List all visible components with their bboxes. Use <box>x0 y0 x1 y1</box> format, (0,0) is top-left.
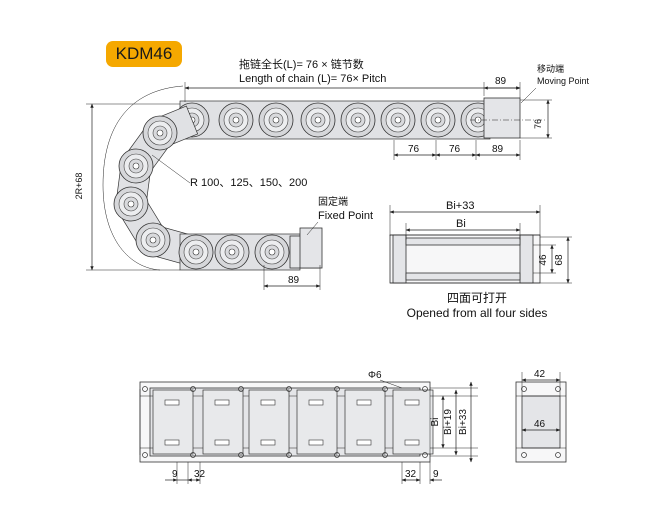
chain-end-view <box>515 381 567 463</box>
dim-42-end: 42 <box>534 369 546 380</box>
dim-68-section: 68 <box>554 254 565 266</box>
dim-32-right: 32 <box>405 469 417 480</box>
dim-89-bottom: 89 <box>492 144 504 155</box>
length-dimension <box>184 82 521 102</box>
chain-link <box>340 102 376 138</box>
moving-point-en: Moving Point <box>537 76 590 86</box>
dim-bi-top: Bi <box>430 418 441 427</box>
chain-link <box>254 234 290 270</box>
chain-link <box>380 102 416 138</box>
chain-link <box>113 186 149 222</box>
bend-section <box>113 105 201 267</box>
chain-link <box>420 102 456 138</box>
length-formula-cn: 拖链全长(L)= 76 × 链节数 <box>239 57 364 71</box>
lower-run <box>178 233 301 271</box>
opened-en: Opened from all four sides <box>407 306 548 320</box>
chain-link <box>300 102 336 138</box>
upper-run <box>174 100 496 140</box>
dim-76-pitch-a: 76 <box>408 144 420 155</box>
dim-bi-plus-33: Bi+33 <box>446 200 474 212</box>
chain-top-view <box>139 381 434 463</box>
chain-link <box>135 222 171 258</box>
dim-9-right: 9 <box>433 469 439 480</box>
dim-46-section: 46 <box>538 254 549 266</box>
model-badge: KDM46 <box>106 41 182 67</box>
fixed-point-en: Fixed Point <box>318 210 373 222</box>
dim-bi: Bi <box>456 218 466 230</box>
dim-46-end: 46 <box>534 419 546 430</box>
chain-link <box>258 102 294 138</box>
fixed-point-cn: 固定端 <box>318 195 348 208</box>
chain-link <box>142 115 178 151</box>
moving-end-bracket <box>483 97 521 139</box>
chain-link <box>218 102 254 138</box>
moving-point-cn: 移动端 <box>537 63 564 74</box>
dim-bi-plus-19: Bi+19 <box>443 409 454 435</box>
dim-32-left: 32 <box>194 469 206 480</box>
dim-76-vertical: 76 <box>533 119 543 129</box>
pitch-dimensions <box>393 140 521 160</box>
dim-9-left: 9 <box>172 469 178 480</box>
chain-side-view <box>102 85 545 271</box>
dim-bi-plus-33-top: Bi+33 <box>458 409 469 435</box>
dim-76-pitch-b: 76 <box>449 144 461 155</box>
cross-section-view <box>389 234 541 284</box>
dim-89-top: 89 <box>495 76 507 87</box>
chain-link <box>214 234 250 270</box>
bend-envelope <box>102 85 184 271</box>
chain-link <box>178 234 214 270</box>
radius-label: R 100、125、150、200 <box>190 177 307 189</box>
hole-label: Φ6 <box>368 370 382 381</box>
chain-link <box>118 148 154 184</box>
height-label: 2R+68 <box>74 173 84 200</box>
length-formula-en: Length of chain (L)= 76× Pitch <box>239 73 386 85</box>
dim-89-fixed: 89 <box>288 275 300 286</box>
fixed-end-plate <box>299 227 323 269</box>
opened-cn: 四面可打开 <box>447 291 507 305</box>
